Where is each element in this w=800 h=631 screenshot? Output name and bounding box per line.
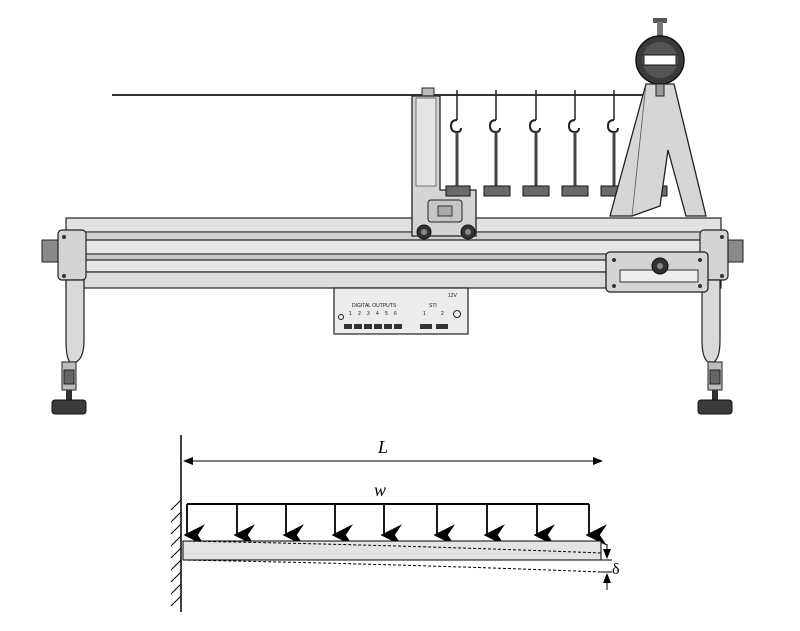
power-socket [453,310,461,318]
sti-label: STI [429,303,437,309]
output-number-4: 4 [376,311,379,317]
deflection-marker [601,544,612,590]
deflection-label: δ [612,561,620,578]
beam-diagram: L w δ [170,435,620,612]
voltage-label: 12V [448,293,458,299]
output-number-1: 1 [349,311,352,317]
status-led [338,314,344,320]
dial-gauge-stand [609,83,707,217]
digital-outputs-label: DIGITAL OUTPUTS [352,303,397,309]
output-number-3: 3 [367,311,370,317]
output-number-6: 6 [394,311,397,317]
hanger-1 [445,90,471,197]
hanger-5 [600,90,628,197]
beam [182,540,602,561]
control-module: DIGITAL OUTPUTS 1 2 3 4 5 6 12V STI 1 2 [333,287,469,335]
slider-carriage [605,251,709,293]
hanger-4 [561,90,589,197]
output-number-2: 2 [358,311,361,317]
sti-number-1: 1 [423,311,426,317]
load-label: w [374,480,386,500]
clamp-block [411,87,477,240]
dial-gauge [635,18,685,97]
deflected-beam-bottom [182,559,602,573]
sti-number-2: 2 [441,311,444,317]
wall-hatching [170,499,182,607]
output-sockets [344,324,448,329]
length-label: L [377,437,388,457]
output-number-5: 5 [385,311,388,317]
left-leg [41,229,87,415]
load-arrows [183,504,607,546]
hanger-2 [483,90,511,197]
hanger-3 [522,90,550,197]
